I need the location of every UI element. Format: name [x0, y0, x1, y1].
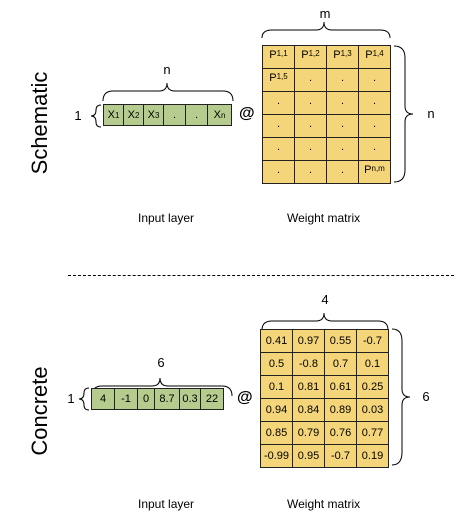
schematic-weight-cell-r4-c1: .: [262, 114, 295, 138]
concrete-input-cell-4: 8.7: [154, 388, 180, 410]
schematic-weight-cell-r5-c2: .: [294, 137, 327, 161]
concrete-input-cell-5: 0.3: [179, 388, 201, 410]
concrete-input-row-brace: [78, 387, 90, 411]
schematic-weight-cell-r6-c3: .: [326, 160, 359, 184]
concrete-weight-cell-r5-c2: 0.79: [292, 421, 325, 445]
schematic-weight-cell-r5-c1: .: [262, 137, 295, 161]
concrete-weight-cell-r2-c3: 0.7: [324, 352, 357, 376]
concrete-input-cell-2: -1: [114, 388, 138, 410]
schematic-weight-cell-r3-c2: .: [294, 91, 327, 115]
concrete-weight-cell-r3-c4: 0.25: [356, 375, 389, 399]
concrete-weight-cell-r6-c1: -0.99: [260, 444, 293, 468]
schematic-weight-caption: Weight matrix: [287, 211, 361, 225]
concrete-weight-height-label: 6: [422, 389, 430, 404]
concrete-weight-cell-r2-c4: 0.1: [356, 352, 389, 376]
schematic-weight-cell-r6-c1: .: [262, 160, 295, 184]
schematic-side-label: Schematic: [27, 71, 52, 175]
concrete-weight-cell-r6-c4: 0.19: [356, 444, 389, 468]
concrete-weight-cell-r1-c1: 0.41: [260, 329, 293, 353]
schematic-weight-cell-r4-c3: .: [326, 114, 359, 138]
schematic-input-row-brace: [90, 104, 102, 128]
concrete-input-caption: Input layer: [138, 497, 195, 511]
schematic-weight-cell-r4-c4: .: [358, 114, 391, 138]
concrete-weight-cell-r3-c2: 0.81: [292, 375, 325, 399]
schematic-weight-width-label: m: [319, 6, 331, 21]
concrete-weight-caption: Weight matrix: [287, 497, 361, 511]
concrete-weight-cell-r1-c4: -0.7: [356, 329, 389, 353]
schematic-matmul-operator: @: [239, 105, 255, 122]
concrete-weight-cell-r6-c3: -0.7: [324, 444, 357, 468]
concrete-weight-height-brace: [391, 328, 411, 466]
schematic-weight-width-brace: [261, 21, 391, 39]
concrete-weight-width-brace: [261, 312, 389, 331]
concrete-weight-cell-r4-c3: 0.89: [324, 398, 357, 422]
concrete-input-row-label: 1: [67, 391, 75, 406]
schematic-weight-cell-r2-c3: .: [326, 68, 359, 92]
schematic-weight-cell-r2-c2: .: [294, 68, 327, 92]
concrete-weight-cell-r6-c2: 0.95: [292, 444, 325, 468]
schematic-weight-height-label: n: [427, 106, 435, 121]
schematic-weight-cell-r3-c3: .: [326, 91, 359, 115]
concrete-weight-cell-r1-c2: 0.97: [292, 329, 325, 353]
concrete-weight-cell-r4-c1: 0.94: [260, 398, 293, 422]
schematic-weight-cell-r4-c2: .: [294, 114, 327, 138]
concrete-weight-width-label: 4: [321, 292, 329, 307]
schematic-weight-cell-r2-c4: .: [358, 68, 391, 92]
concrete-matmul-operator: @: [237, 389, 253, 406]
schematic-input-caption: Input layer: [138, 211, 195, 225]
schematic-weight-cell-r5-c4: .: [358, 137, 391, 161]
schematic-input-cell-4: .: [163, 104, 186, 126]
concrete-input-width-label: 6: [157, 355, 165, 370]
concrete-side-label: Concrete: [27, 366, 52, 456]
schematic-weight-height-brace: [393, 45, 414, 183]
schematic-weight-cell-r5-c3: .: [326, 137, 359, 161]
schematic-input-cell-5: .: [185, 104, 208, 126]
concrete-input-cell-6: 22: [200, 388, 224, 410]
concrete-weight-cell-r5-c4: 0.77: [356, 421, 389, 445]
schematic-weight-cell-r3-c4: .: [358, 91, 391, 115]
concrete-weight-cell-r2-c2: -0.8: [292, 352, 325, 376]
concrete-weight-cell-r3-c3: 0.61: [324, 375, 357, 399]
concrete-weight-cell-r1-c3: 0.55: [324, 329, 357, 353]
concrete-weight-cell-r2-c1: 0.5: [260, 352, 293, 376]
concrete-weight-cell-r4-c4: 0.03: [356, 398, 389, 422]
schematic-input-width-label: n: [163, 62, 171, 77]
schematic-weight-cell-r3-c1: .: [262, 91, 295, 115]
schematic-weight-cell-r6-c2: .: [294, 160, 327, 184]
schematic-input-width-brace: [102, 82, 234, 102]
concrete-input-cell-3: 0: [137, 388, 155, 410]
concrete-weight-cell-r5-c1: 0.85: [260, 421, 293, 445]
concrete-input-width-brace: [91, 377, 233, 397]
concrete-weight-cell-r4-c2: 0.84: [292, 398, 325, 422]
concrete-weight-cell-r5-c3: 0.76: [324, 421, 357, 445]
concrete-weight-cell-r3-c1: 0.1: [260, 375, 293, 399]
section-divider: [68, 275, 454, 276]
concrete-input-cell-1: 4: [91, 388, 115, 410]
schematic-input-row-label: 1: [74, 108, 82, 123]
